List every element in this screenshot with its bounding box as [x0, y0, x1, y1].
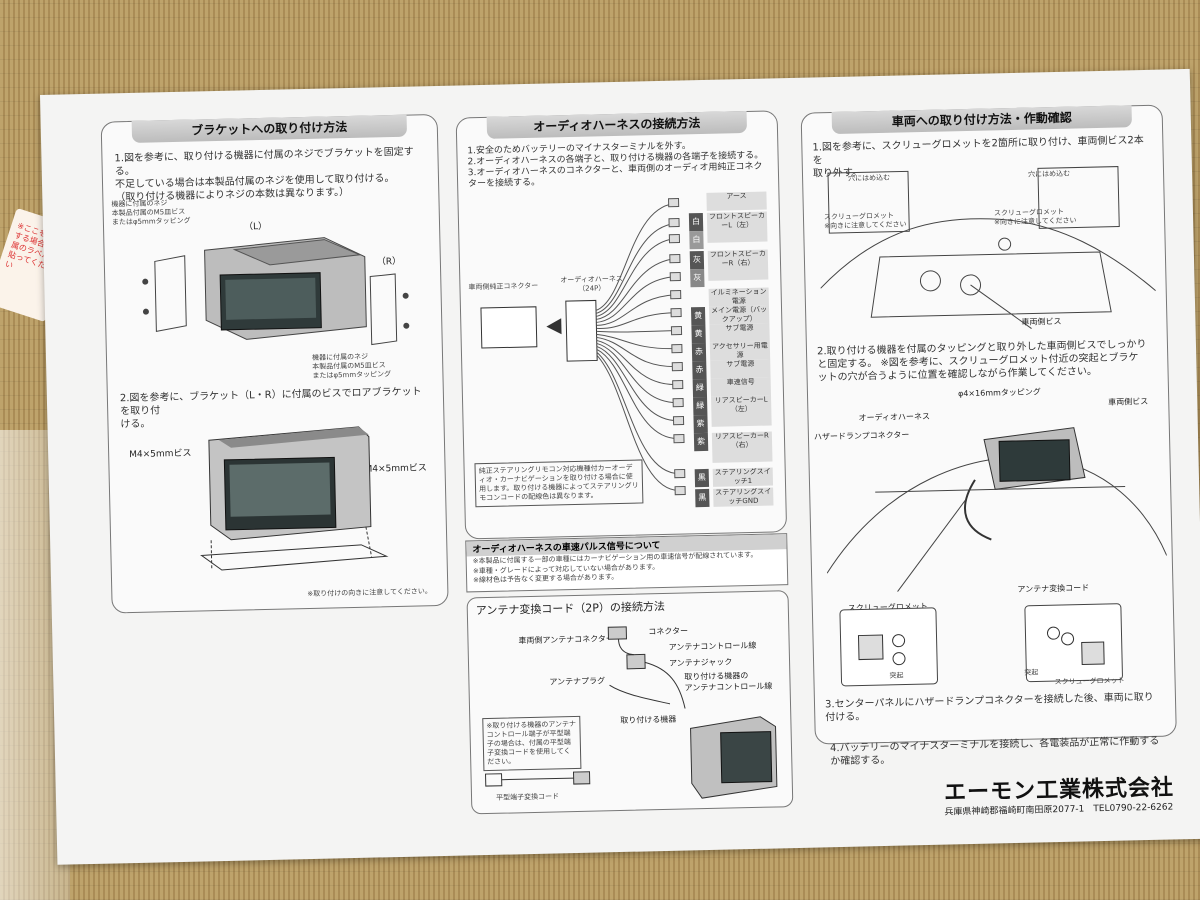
steering-note: 純正ステアリングリモコン対応機種付カーオーディオ・カーナビゲーションを取り付ける…	[474, 459, 644, 508]
lower-bracket-diagram	[200, 426, 389, 571]
bracket-step1: 1.図を参考に、取り付ける機器に付属のネジでブラケットを固定する。不足している場…	[114, 146, 414, 204]
antenna-diagram	[607, 626, 778, 799]
panel-antenna: アンテナ変換コード（2P）の接続方法 車両側アンテナコネクター コネクター アン…	[466, 590, 794, 815]
wire-label-sub-power2: サブ電源	[710, 359, 771, 379]
wire-tag-white2: 白	[689, 230, 704, 250]
flat-code-diagram	[485, 771, 591, 787]
wire-label-steering-gnd: ステアリングスイッチGND	[713, 487, 774, 507]
wire-tag-red1: 赤	[691, 342, 707, 362]
antenna-code-label: アンテナ変換コード	[1017, 583, 1090, 594]
wire-tag-purple2: 紫	[693, 432, 709, 452]
wire-label-accessory: アクセサリー用電源	[709, 341, 771, 361]
wire-label-main-power: メイン電源（バックアップ）	[708, 305, 770, 325]
screw-label-right: 機器に付属のネジ本製品付属のM5皿ビスまたはφ5mmタッピング	[311, 352, 392, 380]
grommet-detail-right	[1024, 603, 1123, 683]
speed-pulse-box: オーディオハーネスの車速パルス信号について ※本製品に付属する一部の車種にはカー…	[465, 533, 789, 593]
harness-wiring-diagram	[480, 198, 686, 496]
vehicle-step3: 3.センターパネルにハザードランプコネクターを接続した後、車両に取り付ける。	[824, 691, 1154, 724]
wire-label-rear-left: リアスピーカーL（左）	[711, 395, 772, 427]
wire-tag-gray1: 灰	[689, 250, 705, 270]
wire-label-sub-power1: サブ電源	[709, 323, 770, 343]
dashboard-diagram-1	[820, 166, 1157, 329]
wire-tag-black1: 黒	[694, 468, 710, 488]
panel-bracket: ブラケットへの取り付け方法 1.図を参考に、取り付ける機器に付属のネジでブラケッ…	[100, 113, 449, 614]
panel-bracket-title: ブラケットへの取り付け方法	[131, 114, 408, 143]
wire-label-front-right: フロントスピーカーR（右）	[707, 249, 769, 281]
vehicle-step2: 2.取り付ける機器を付属のタッピングと取り外した車両側ビスでしっかりと固定する。…	[816, 338, 1147, 384]
wire-label-ground: アース	[706, 191, 767, 211]
wire-tag-purple1: 紫	[693, 414, 708, 434]
wire-label-speed: 車速信号	[710, 377, 772, 397]
wire-label-illumination: イルミネーション電源	[708, 287, 769, 307]
wire-label-front-left: フロントスピーカーL（左）	[706, 211, 768, 243]
instruction-sheet: ブラケットへの取り付け方法 1.図を参考に、取り付ける機器に付属のネジでブラケッ…	[40, 68, 1200, 865]
panel-harness: オーディオハーネスの接続方法 1.安全のためバッテリーのマイナスターミナルを外す…	[455, 110, 788, 540]
wire-label-steering1: ステアリングスイッチ1	[712, 467, 774, 487]
tapping-label: φ4×16mmタッピング	[957, 387, 1041, 399]
car-screw-label: 車両側ビス	[1021, 316, 1062, 327]
wire-tag-yellow1: 黄	[690, 306, 706, 326]
wire-tag-green2: 緑	[693, 396, 708, 416]
dashboard-diagram-2	[826, 427, 1168, 592]
protrusion-label-1: 突起	[889, 671, 904, 680]
wire-tag-black2: 黒	[695, 488, 710, 508]
wire-label-column: アース 白 フロントスピーカーL（左） 白 灰 フロントスピーカーR（右） 灰 …	[688, 191, 785, 513]
panel-vehicle: 車両への取り付け方法・作動確認 1.図を参考に、スクリューグロメットを2箇所に取…	[800, 104, 1177, 745]
wire-tag-yellow2: 黄	[691, 324, 706, 344]
flat-code-label: 平型端子変換コード	[495, 792, 560, 802]
antenna-note: ※取り付ける機器のアンテナコントロール端子が平型端子の場合は、付属の平型端子変換…	[482, 715, 582, 772]
wire-tag-white1: 白	[688, 212, 704, 232]
bracket-exploded-diagram	[142, 237, 410, 346]
wire-tag-gray2: 灰	[690, 268, 705, 288]
harness-steps: 1.安全のためバッテリーのマイナスターミナルを外す。2.オーディオハーネスの各端…	[467, 141, 764, 190]
wire-label-rear-right: リアスピーカーR（右）	[711, 431, 773, 463]
protrusion-label-2: 突起	[1024, 668, 1039, 677]
panel-harness-title: オーディオハーネスの接続方法	[486, 110, 748, 139]
wire-tag-green1: 緑	[692, 378, 708, 398]
grommet-label-4: スクリューグロメット	[1054, 676, 1125, 687]
grommet-detail-left	[839, 607, 938, 687]
panel-vehicle-title: 車両への取り付け方法・作動確認	[831, 105, 1133, 135]
orientation-note: ※取り付けの向きに注意してください。	[307, 587, 432, 599]
wire-tag-red2: 赤	[692, 360, 707, 380]
